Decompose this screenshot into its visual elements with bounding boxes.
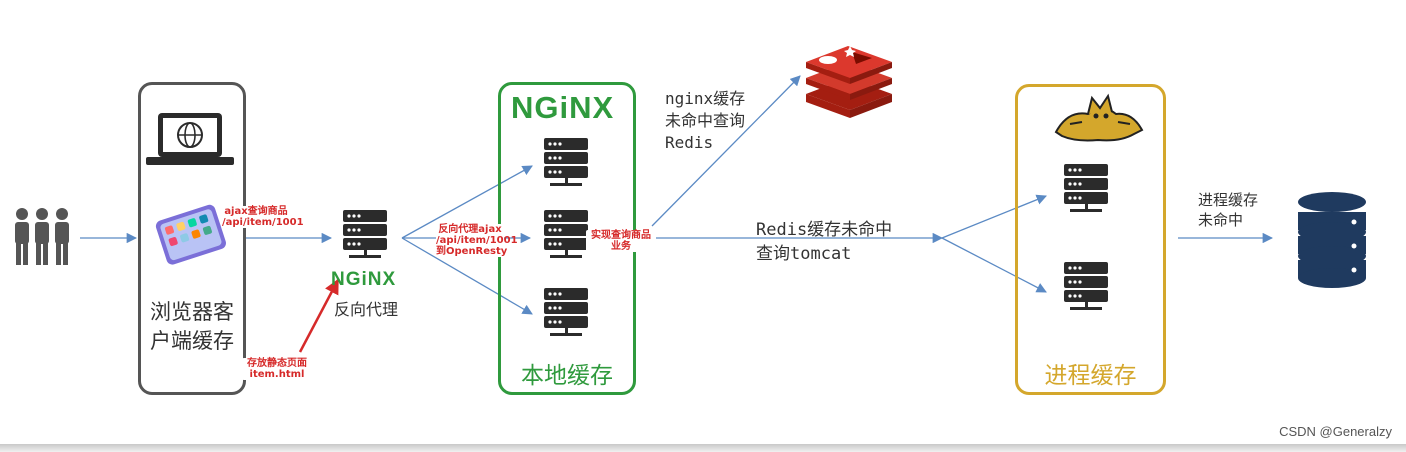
process-cache-label: 进程缓存 — [1044, 363, 1137, 389]
watermark: CSDN @Generalzy — [1279, 424, 1392, 439]
note-ajax-query-line2: /api/item/1001 — [222, 217, 304, 228]
redis-logo-icon — [806, 46, 892, 118]
users-icon — [15, 208, 69, 265]
arrow-nginx-to-redis — [651, 75, 801, 227]
phone-icon — [155, 204, 226, 265]
note-proxy-ajax-line1: 反向代理ajax — [438, 224, 502, 235]
reverse-proxy-label: 反向代理 — [334, 300, 399, 319]
arrow-split-to-tomcat-top — [941, 194, 1047, 239]
redis-miss-line2: 查询tomcat — [756, 244, 852, 264]
process-miss-line1: 进程缓存 — [1198, 191, 1259, 209]
nginx-miss-line3: Redis — [665, 133, 714, 152]
note-proxy-ajax-line3: 到OpenResty — [436, 246, 508, 257]
process-cache-miss-label: 进程缓存 未命中 — [1198, 190, 1258, 230]
nginx-miss-query-redis-label: nginx缓存 未命中查询 Redis — [665, 88, 745, 154]
nginx-small-logo: NGiNX — [331, 269, 397, 290]
nginx-miss-line2: 未命中查询 — [665, 111, 746, 130]
note-implement-query: 实现查询商品 业务 — [586, 230, 656, 252]
note-ajax-query-line1: ajax查询商品 — [224, 206, 288, 217]
note-proxy-ajax: 反向代理ajax /api/item/1001 到OpenResty — [436, 224, 518, 257]
note-static-page-line1: 存放静态页面 — [247, 358, 307, 369]
arrow-static-page-red — [298, 278, 340, 353]
bottom-border — [0, 444, 1406, 452]
connector-arrows — [80, 75, 1274, 315]
browser-client-box — [138, 82, 246, 395]
redis-miss-line1: Redis缓存未命中 — [756, 220, 893, 240]
note-implement-query-line2: 业务 — [611, 241, 631, 252]
nginx-logo: NGiNX — [511, 90, 615, 125]
arrow-proxy-to-server-bottom — [401, 237, 533, 315]
local-cache-label: 本地缓存 — [521, 363, 613, 389]
browser-client-cache-label: 浏览器客户端缓存 — [150, 300, 234, 353]
note-proxy-ajax-line2: /api/item/1001 — [436, 235, 518, 246]
redis-miss-query-tomcat-label: Redis缓存未命中 查询tomcat — [756, 218, 892, 266]
arrow-split-to-tomcat-bottom — [941, 237, 1047, 293]
tomcat-logo-icon — [1054, 93, 1144, 142]
nginx-miss-line1: nginx缓存 — [665, 89, 746, 108]
note-static-page: 存放静态页面 item.html — [242, 358, 312, 380]
note-implement-query-line1: 实现查询商品 — [591, 230, 651, 241]
tomcat-process-cache-box — [1015, 84, 1166, 395]
arrow-proxy-to-server-top — [401, 165, 533, 239]
laptop-globe-icon — [146, 113, 234, 165]
nginx-proxy-server-icon — [343, 210, 387, 258]
note-ajax-query: ajax查询商品 /api/item/1001 — [222, 206, 304, 228]
note-static-page-line2: item.html — [249, 369, 305, 380]
process-miss-line2: 未命中 — [1198, 211, 1244, 229]
database-icon — [1298, 192, 1366, 288]
